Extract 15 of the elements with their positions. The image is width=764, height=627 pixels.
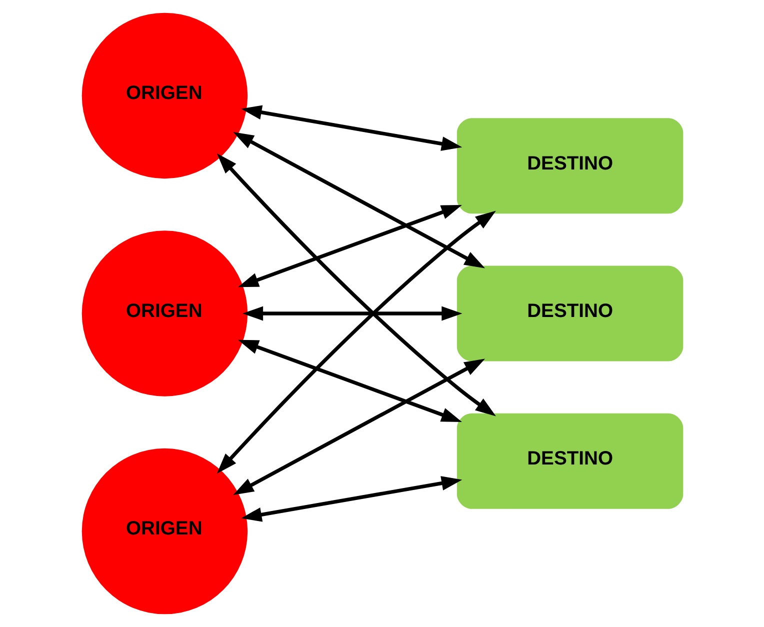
arrow xyxy=(216,153,496,416)
arrow xyxy=(242,306,462,321)
arrow xyxy=(216,210,496,474)
arrow xyxy=(237,340,462,422)
arrow xyxy=(232,358,485,495)
arrow xyxy=(237,205,462,288)
node-box: DESTINO xyxy=(456,118,683,214)
arrow xyxy=(232,132,485,268)
node-circle: ORIGEN xyxy=(81,230,248,396)
node-box: DESTINO xyxy=(456,413,683,509)
node-circle: ORIGEN xyxy=(81,12,248,179)
node-circle: ORIGEN xyxy=(81,448,248,614)
arrow xyxy=(240,476,462,522)
arrow xyxy=(240,105,462,151)
node-box: DESTINO xyxy=(456,266,683,362)
